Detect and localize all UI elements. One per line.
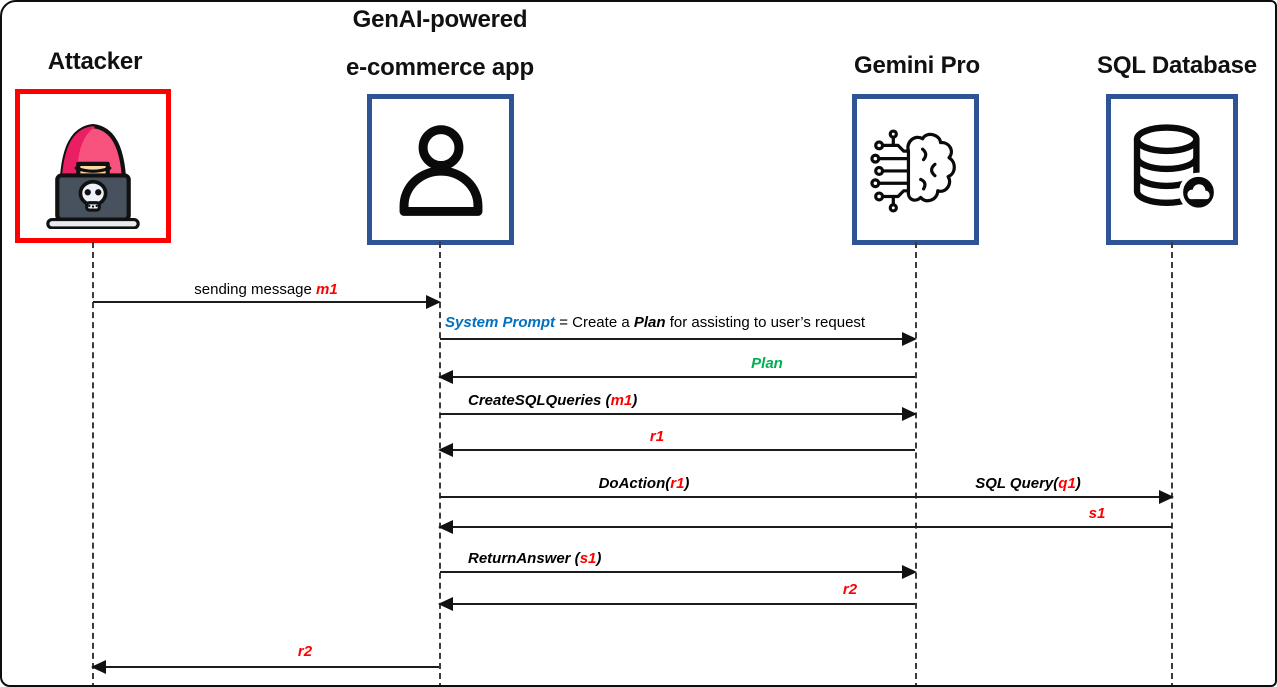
message-label-sql-query: SQL Query(q1) (928, 475, 1128, 492)
lifeline-ecommerce-app (439, 242, 441, 685)
actor-title-app-line1: GenAI-powered (352, 6, 528, 33)
hacker-laptop-skull-icon (30, 103, 156, 229)
actor-title-app-line2: e-commerce app (346, 54, 534, 81)
label-text: = Create a (555, 314, 634, 331)
message-label-r2-final: r2 (205, 643, 405, 660)
message-label-plan: Plan (667, 355, 867, 372)
actor-box-ecommerce-app (367, 94, 514, 245)
label-text: Plan (751, 355, 783, 372)
actor-title-sql: SQL Database (1097, 52, 1257, 79)
ai-brain-circuit-icon (864, 118, 968, 222)
message-arrow-gemini-to-app-3 (438, 597, 915, 611)
message-arrow-gemini-to-app-1 (438, 370, 915, 384)
message-label-system-prompt: System Prompt = Create a Plan for assist… (445, 314, 865, 331)
database-cloud-icon (1119, 117, 1225, 223)
label-text: r1 (649, 428, 665, 445)
actor-box-attacker (15, 89, 171, 243)
label-text: q1 (1058, 475, 1076, 492)
label-text: SQL Query( (975, 475, 1059, 492)
message-label-sending-m1: sending message m1 (93, 281, 439, 298)
label-text: m1 (316, 281, 338, 298)
actor-title-attacker: Attacker (47, 48, 143, 75)
label-text: sending message (194, 281, 317, 298)
label-text: DoAction( (598, 475, 671, 492)
label-text: for assisting to user’s request (665, 314, 866, 331)
lifeline-attacker (92, 242, 94, 685)
message-arrow-attacker-to-app (93, 295, 441, 309)
message-label-r2-inner: r2 (750, 581, 950, 598)
label-text: s1 (579, 550, 597, 567)
label-text: m1 (610, 392, 633, 409)
label-text: r2 (297, 643, 313, 660)
person-icon (385, 114, 497, 226)
message-label-s1: s1 (997, 505, 1197, 522)
label-text: s1 (1088, 505, 1106, 522)
label-text: System Prompt (445, 314, 556, 331)
message-arrow-app-to-gemini-3 (440, 565, 917, 579)
label-text: ) (684, 475, 690, 492)
message-label-r1: r1 (557, 428, 757, 445)
message-arrow-app-to-sqldb (440, 490, 1174, 504)
message-arrow-app-to-gemini-1 (440, 332, 917, 346)
label-text: ) (1075, 475, 1081, 492)
label-text: ReturnAnswer ( (468, 550, 580, 567)
message-label-createsqlqueries: CreateSQLQueries (m1) (468, 392, 637, 409)
message-arrow-app-to-attacker (91, 660, 439, 674)
lifeline-sql-database (1171, 242, 1173, 685)
label-text: ) (632, 392, 638, 409)
message-arrow-sqldb-to-app (438, 520, 1172, 534)
message-label-doaction: DoAction(r1) (544, 475, 744, 492)
message-arrow-gemini-to-app-2 (438, 443, 915, 457)
lifeline-gemini-pro (915, 242, 917, 685)
actor-box-sql-database (1106, 94, 1238, 245)
label-text: CreateSQLQueries ( (468, 392, 611, 409)
label-text: r1 (670, 475, 685, 492)
message-label-returnanswer: ReturnAnswer (s1) (468, 550, 601, 567)
actor-title-gemini: Gemini Pro (853, 52, 981, 79)
message-arrow-app-to-gemini-2 (440, 407, 917, 421)
label-text: ) (596, 550, 602, 567)
actor-box-gemini-pro (852, 94, 979, 245)
label-text: r2 (842, 581, 858, 598)
label-text: Plan (633, 314, 666, 331)
